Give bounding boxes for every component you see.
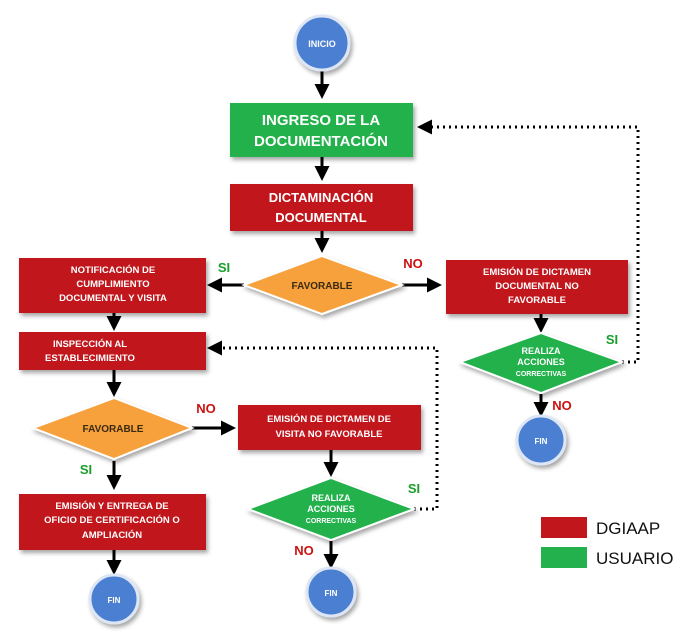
inspeccion-line-1: INSPECCIÓN AL [53,338,127,350]
si1-label: SI [218,260,230,275]
loop-realiza2-inspeccion [207,340,439,511]
realiza2-decision: REALIZA ACCIONES CORRECTIVAS [245,476,417,542]
dictaminacion-line-2: DOCUMENTAL [275,210,367,225]
inspeccion-node: INSPECCIÓN AL ESTABLECIMIENTO [19,332,206,370]
ingreso-line-2: DOCUMENTACIÓN [254,132,388,150]
notificacion-line-2: CUMPLIMIENTO [76,279,149,290]
emision-entrega-line-1: EMISIÓN Y ENTREGA DE [55,500,168,512]
fin-right-node: FIN [515,414,567,466]
realiza2-line-1: REALIZA [312,493,351,503]
inspeccion-line-2: ESTABLECIMIENTO [45,353,135,364]
emision-visita-node: EMISIÓN DE DICTAMEN DE VISITA NO FAVORAB… [238,405,421,450]
emision-doc-no-favorable-node: EMISIÓN DE DICTAMEN DOCUMENTAL NO FAVORA… [446,260,628,314]
emision-doc-line-3: FAVORABLE [508,295,566,306]
si2-label: SI [80,462,92,477]
legend-swatch-dgiaap [541,517,587,538]
realiza2-line-3: CORRECTIVAS [306,518,357,525]
no-realiza2-label: NO [294,543,314,558]
realiza1-line-3: CORRECTIVAS [516,371,567,378]
emision-doc-line-2: DOCUMENTAL NO [495,281,579,292]
fin-mid-label: FIN [325,589,338,598]
emision-visita-line-2: VISITA NO FAVORABLE [276,429,383,440]
dictaminacion-line-1: DICTAMINACIÓN [269,190,373,205]
dotted-connectors [207,119,640,511]
favorable1-label: FAVORABLE [292,281,353,292]
fin-mid-node: FIN [305,566,357,618]
loop-realiza1-ingreso [417,119,640,364]
si-realiza1-label: SI [606,332,618,347]
no1-label: NO [403,256,423,271]
notificacion-node: NOTIFICACIÓN DE CUMPLIMIENTO DOCUMENTAL … [19,258,206,313]
dictaminacion-node: DICTAMINACIÓN DOCUMENTAL [230,184,413,231]
realiza1-line-2: ACCIONES [517,357,565,367]
no2-label: NO [196,401,216,416]
emision-doc-line-1: EMISIÓN DE DICTAMEN [483,266,591,278]
legend-label-usuario: USUARIO [596,549,673,568]
legend: DGIAAP USUARIO [541,517,673,568]
realiza1-decision: REALIZA ACCIONES CORRECTIVAS [457,331,625,395]
legend-label-dgiaap: DGIAAP [596,519,660,538]
emision-entrega-line-3: AMPLIACIÓN [82,529,142,541]
favorable2-label: FAVORABLE [83,424,144,435]
notificacion-line-3: DOCUMENTAL Y VISITA [59,293,167,304]
no-realiza1-label: NO [552,398,572,413]
ingreso-node: INGRESO DE LA DOCUMENTACIÓN [230,103,413,157]
connectors [106,68,549,575]
favorable1-decision: FAVORABLE [241,254,405,316]
realiza2-line-2: ACCIONES [307,504,355,514]
realiza1-line-1: REALIZA [522,346,561,356]
emision-visita-line-1: EMISIÓN DE DICTAMEN DE [267,413,391,425]
legend-swatch-usuario [541,547,587,568]
notificacion-line-1: NOTIFICACIÓN DE [71,264,155,276]
inicio-node: INICIO [293,14,351,72]
emision-entrega-line-2: OFICIO DE CERTIFICACIÓN O [44,514,180,526]
fin-left-label: FIN [108,596,121,605]
emision-entrega-node: EMISIÓN Y ENTREGA DE OFICIO DE CERTIFICA… [19,494,206,550]
si-realiza2-label: SI [408,481,420,496]
ingreso-line-1: INGRESO DE LA [262,112,381,129]
fin-right-label: FIN [535,437,548,446]
favorable2-decision: FAVORABLE [30,396,195,461]
fin-left-node: FIN [88,573,140,625]
inicio-label: INICIO [308,39,336,49]
